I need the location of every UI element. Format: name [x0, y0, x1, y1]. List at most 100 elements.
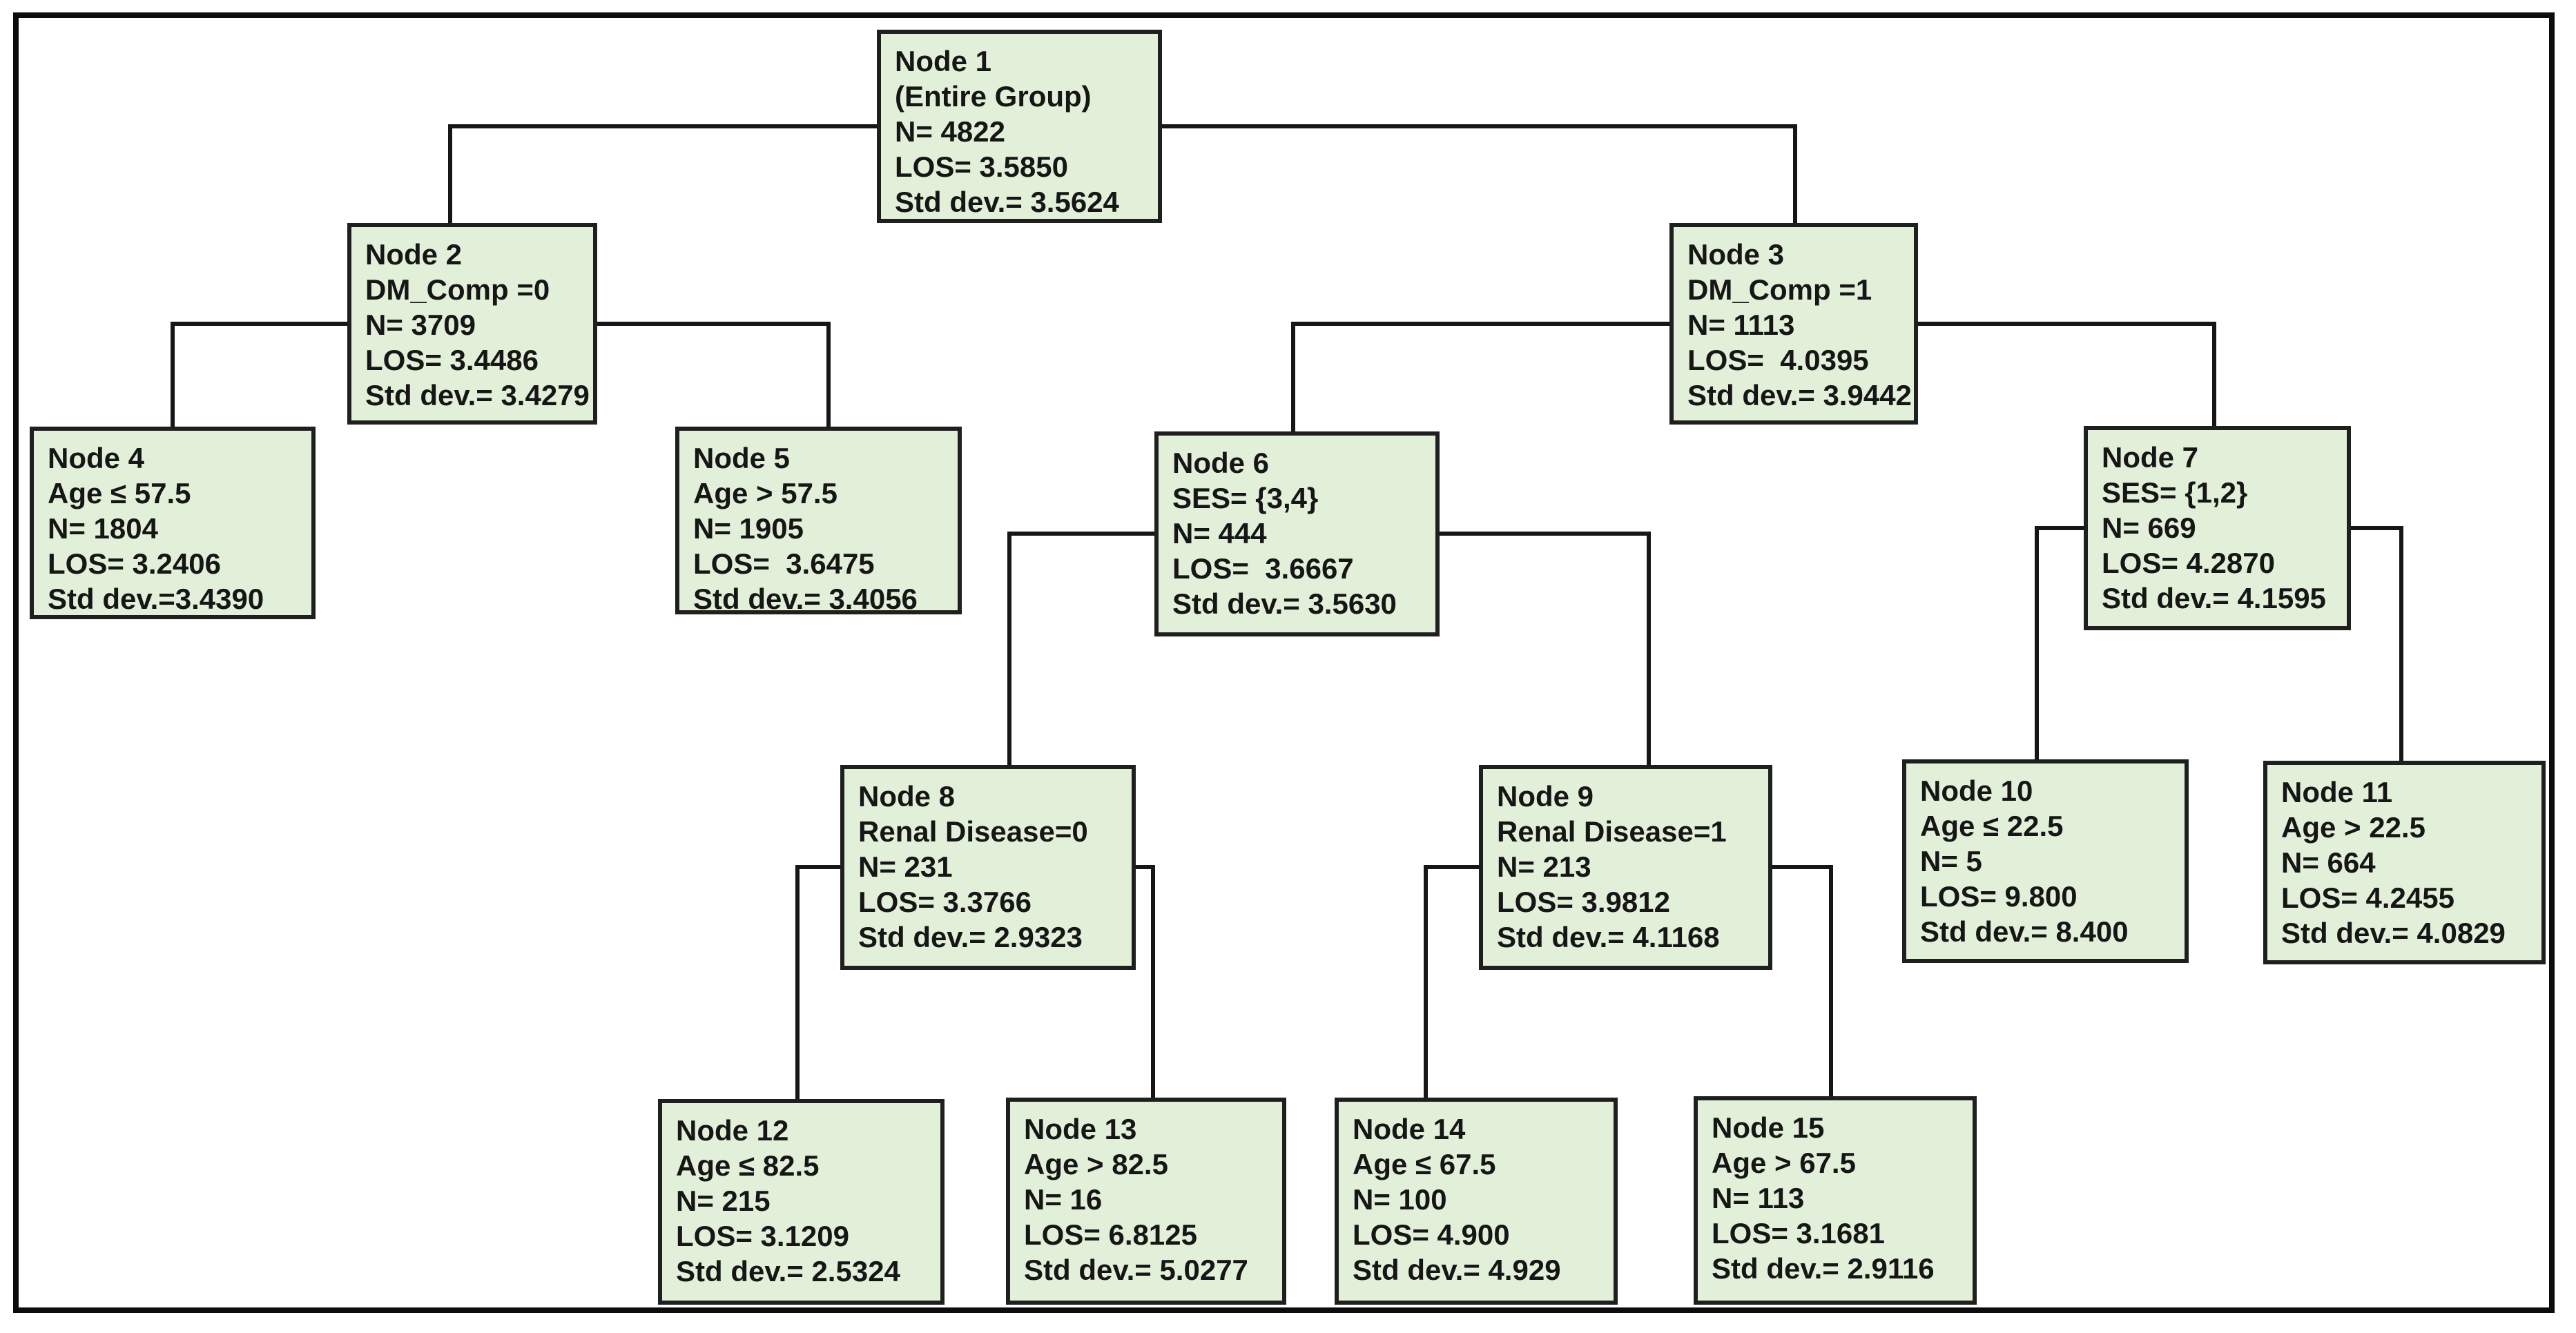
node-stddev: Std dev.= 3.9442 — [1687, 379, 1912, 411]
tree-node-2: Node 2 DM_Comp =0 N= 3709 LOS= 3.4486 St… — [347, 223, 597, 425]
node-n: N= 444 — [1172, 517, 1267, 549]
node-condition: Age > 57.5 — [693, 477, 837, 509]
node-los: LOS= 6.8125 — [1024, 1218, 1197, 1251]
node-title: Node 13 — [1024, 1113, 1137, 1145]
node-n: N= 16 — [1024, 1183, 1103, 1216]
node-los: LOS= 3.4486 — [365, 344, 539, 376]
node-condition: Age ≤ 57.5 — [48, 477, 191, 509]
node-condition: (Entire Group) — [895, 80, 1092, 113]
connector-node9-node15 — [1772, 865, 1833, 1098]
node-n: N= 231 — [858, 850, 953, 883]
tree-node-3: Node 3 DM_Comp =1 N= 1113 LOS= 4.0395 St… — [1669, 223, 1918, 425]
diagram-border — [13, 12, 2555, 1313]
node-title: Node 11 — [2281, 776, 2393, 808]
connector-node1-node3 — [1162, 124, 1797, 225]
node-title: Node 2 — [365, 238, 463, 271]
tree-node-4: Node 4 Age ≤ 57.5 N= 1804 LOS= 3.2406 St… — [30, 427, 316, 619]
node-los: LOS= 3.1681 — [1712, 1217, 1885, 1249]
tree-node-7: Node 7 SES= {1,2} N= 669 LOS= 4.2870 Std… — [2084, 426, 2351, 630]
node-los: LOS= 3.2406 — [48, 547, 221, 580]
node-condition: Age ≤ 22.5 — [1920, 810, 2064, 842]
node-title: Node 10 — [1920, 775, 2033, 807]
connector-node6-node9 — [1440, 532, 1651, 767]
tree-node-5: Node 5 Age > 57.5 N= 1905 LOS= 3.6475 St… — [675, 427, 962, 615]
node-title: Node 9 — [1497, 780, 1594, 813]
node-title: Node 14 — [1353, 1113, 1466, 1145]
node-n: N= 1113 — [1687, 309, 1795, 341]
tree-node-11: Node 11 Age > 22.5 N= 664 LOS= 4.2455 St… — [2263, 761, 2546, 964]
node-title: Node 15 — [1712, 1111, 1825, 1144]
node-n: N= 113 — [1712, 1182, 1805, 1214]
node-los: LOS= 9.800 — [1920, 880, 2078, 913]
node-title: Node 5 — [693, 442, 791, 474]
connector-node2-node4 — [171, 322, 347, 429]
node-title: Node 6 — [1172, 447, 1270, 479]
node-title: Node 7 — [2102, 441, 2199, 474]
node-stddev: Std dev.= 3.4056 — [693, 583, 918, 615]
connector-node8-node13 — [1136, 865, 1155, 1100]
node-n: N= 100 — [1353, 1183, 1447, 1216]
node-condition: SES= {3,4} — [1172, 482, 1319, 514]
node-n: N= 664 — [2281, 846, 2376, 879]
node-los: LOS= 4.2870 — [2102, 547, 2275, 579]
node-title: Node 4 — [48, 442, 145, 474]
tree-node-8: Node 8 Renal Disease=0 N= 231 LOS= 3.376… — [840, 765, 1136, 970]
node-stddev: Std dev.= 4.1168 — [1497, 921, 1720, 953]
node-condition: Age > 22.5 — [2281, 811, 2425, 844]
node-condition: Age > 67.5 — [1712, 1147, 1856, 1179]
node-stddev: Std dev.= 2.9116 — [1712, 1252, 1935, 1285]
tree-node-1: Node 1 (Entire Group) N= 4822 LOS= 3.585… — [877, 30, 1162, 223]
node-n: N= 1905 — [693, 512, 804, 545]
tree-node-10: Node 10 Age ≤ 22.5 N= 5 LOS= 9.800 Std d… — [1902, 759, 2189, 963]
tree-node-12: Node 12 Age ≤ 82.5 N= 215 LOS= 3.1209 St… — [658, 1099, 945, 1305]
node-n: N= 1804 — [48, 512, 158, 545]
node-n: N= 5 — [1920, 845, 1982, 877]
node-stddev: Std dev.= 4.929 — [1353, 1254, 1561, 1286]
tree-node-14: Node 14 Age ≤ 67.5 N= 100 LOS= 4.900 Std… — [1335, 1098, 1618, 1305]
node-n: N= 669 — [2102, 512, 2196, 544]
node-condition: Age ≤ 67.5 — [1353, 1148, 1496, 1180]
node-los: LOS= 3.5850 — [895, 150, 1068, 183]
node-los: LOS= 4.900 — [1353, 1218, 1510, 1251]
node-n: N= 3709 — [365, 309, 476, 341]
node-condition: SES= {1,2} — [2102, 476, 2248, 509]
tree-node-6: Node 6 SES= {3,4} N= 444 LOS= 3.6667 Std… — [1154, 431, 1440, 636]
node-los: LOS= 3.3766 — [858, 886, 1032, 918]
node-stddev: Std dev.= 3.4279 — [365, 379, 590, 411]
node-n: N= 213 — [1497, 850, 1591, 883]
node-stddev: Std dev.= 3.5624 — [895, 186, 1119, 218]
node-stddev: Std dev.= 2.9323 — [858, 921, 1083, 953]
node-stddev: Std dev.= 4.0829 — [2281, 917, 2506, 949]
tree-node-9: Node 9 Renal Disease=1 N= 213 LOS= 3.981… — [1479, 765, 1772, 970]
connector-node1-node2 — [448, 124, 877, 225]
node-n: N= 4822 — [895, 115, 1005, 148]
node-condition: DM_Comp =0 — [365, 273, 550, 306]
node-condition: Age > 82.5 — [1024, 1148, 1168, 1180]
node-n: N= 215 — [676, 1185, 771, 1217]
connector-node3-node6 — [1291, 322, 1669, 434]
connector-node8-node12 — [795, 865, 840, 1101]
node-condition: Renal Disease=1 — [1497, 815, 1727, 848]
node-title: Node 1 — [895, 45, 992, 77]
node-condition: Renal Disease=0 — [858, 815, 1088, 848]
node-condition: Age ≤ 82.5 — [676, 1149, 820, 1182]
node-stddev: Std dev.= 2.5324 — [676, 1255, 900, 1287]
node-los: LOS= 3.6667 — [1172, 552, 1354, 585]
node-los: LOS= 4.2455 — [2281, 882, 2454, 914]
node-stddev: Std dev.= 4.1595 — [2102, 582, 2326, 614]
node-title: Node 12 — [676, 1114, 789, 1147]
connector-node2-node5 — [597, 322, 831, 429]
tree-node-13: Node 13 Age > 82.5 N= 16 LOS= 6.8125 Std… — [1006, 1098, 1286, 1305]
node-los: LOS= 3.9812 — [1497, 886, 1670, 918]
connector-node7-node10 — [2035, 526, 2084, 761]
node-stddev: Std dev.=3.4390 — [48, 583, 264, 615]
node-title: Node 8 — [858, 780, 956, 813]
node-stddev: Std dev.= 5.0277 — [1024, 1254, 1248, 1286]
connector-node6-node8 — [1007, 532, 1154, 767]
tree-node-15: Node 15 Age > 67.5 N= 113 LOS= 3.1681 St… — [1694, 1096, 1977, 1305]
node-los: LOS= 4.0395 — [1687, 344, 1869, 376]
connector-node7-node11 — [2351, 526, 2403, 763]
node-title: Node 3 — [1687, 238, 1785, 271]
